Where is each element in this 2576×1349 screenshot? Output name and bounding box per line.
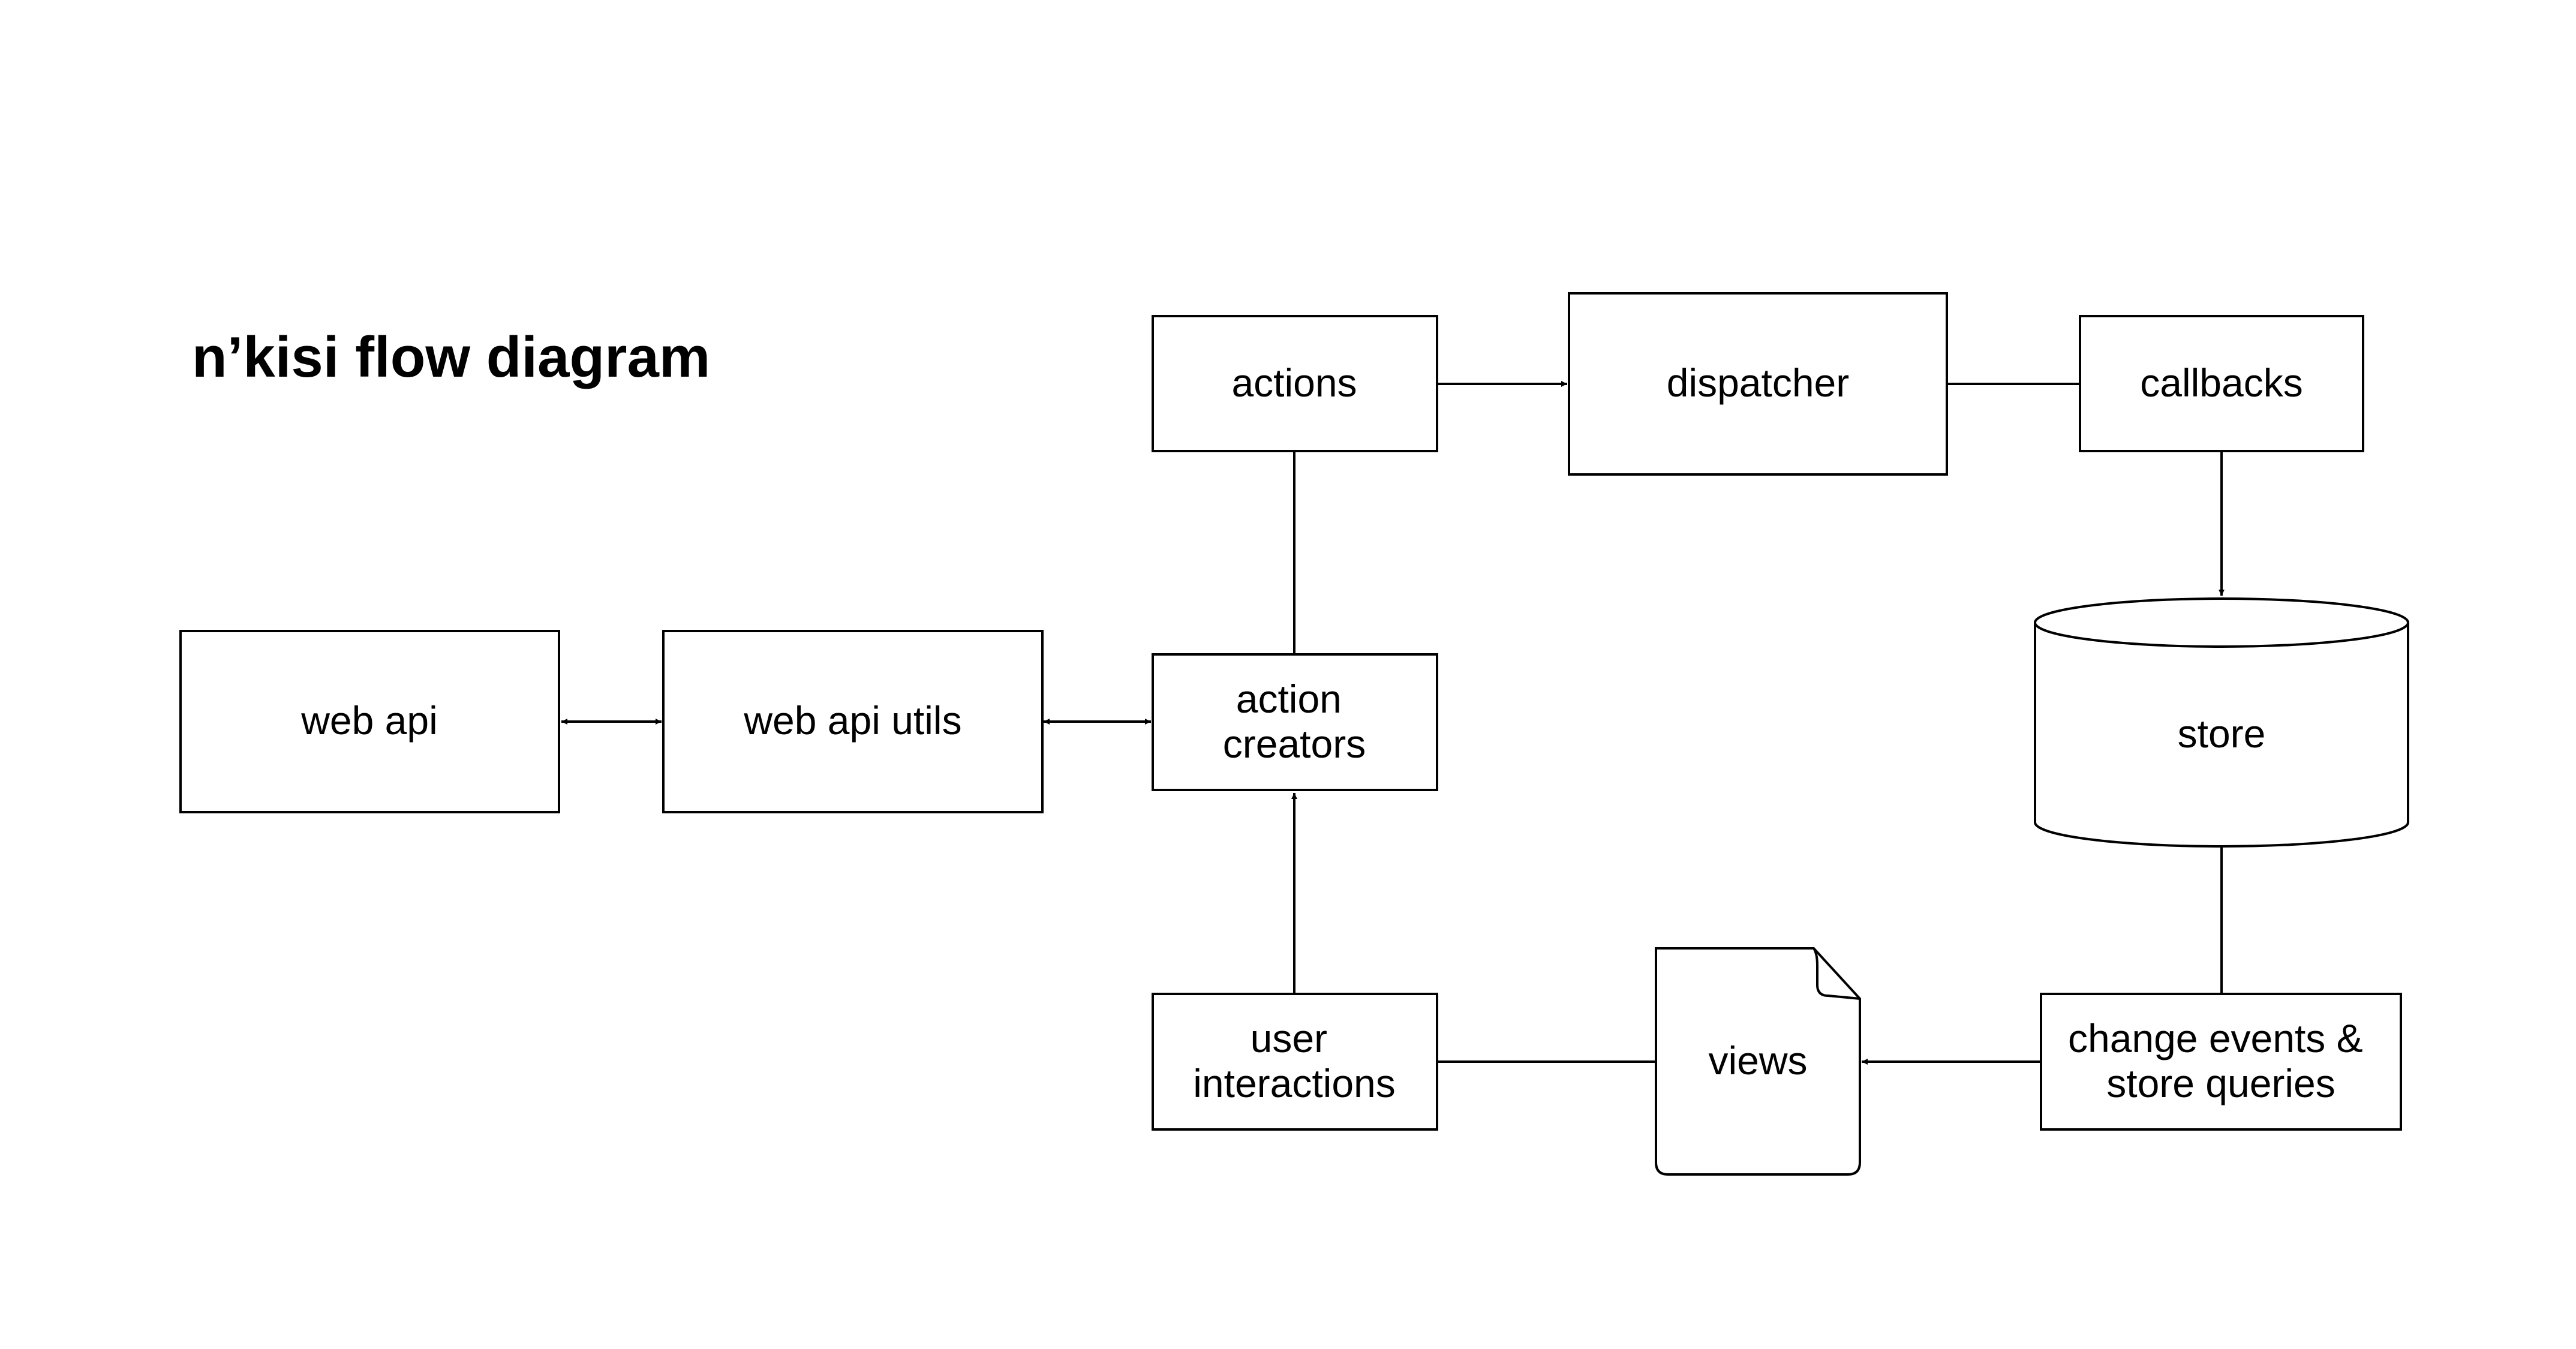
node-views[interactable]: views [1655, 947, 1861, 1176]
node-callbacks[interactable]: callbacks [2079, 315, 2364, 452]
node-label: user interactions [1193, 1016, 1396, 1105]
node-label: web api utils [743, 698, 961, 743]
node-label: dispatcher [1667, 360, 1850, 405]
node-label: action creators [1223, 677, 1366, 766]
diagram-title: n’kisi flow diagram [192, 325, 711, 389]
node-label: store [2178, 711, 2266, 756]
edges [561, 381, 2225, 1065]
node-label: callbacks [2140, 360, 2303, 405]
node-label: web api [300, 698, 438, 743]
node-web-api-utils[interactable]: web api utils [662, 630, 1044, 813]
node-change-events[interactable]: change events & store queries [2040, 993, 2402, 1131]
node-action-creators[interactable]: action creators [1152, 653, 1438, 791]
node-label: views [1708, 1038, 1807, 1083]
node-store[interactable]: store [2034, 597, 2409, 848]
node-label: actions [1231, 360, 1357, 405]
node-user-interactions[interactable]: user interactions [1152, 993, 1438, 1131]
node-label: change events & store queries [2068, 1016, 2374, 1105]
node-web-api[interactable]: web api [179, 630, 560, 813]
node-dispatcher[interactable]: dispatcher [1568, 292, 1948, 476]
node-actions[interactable]: actions [1152, 315, 1438, 452]
